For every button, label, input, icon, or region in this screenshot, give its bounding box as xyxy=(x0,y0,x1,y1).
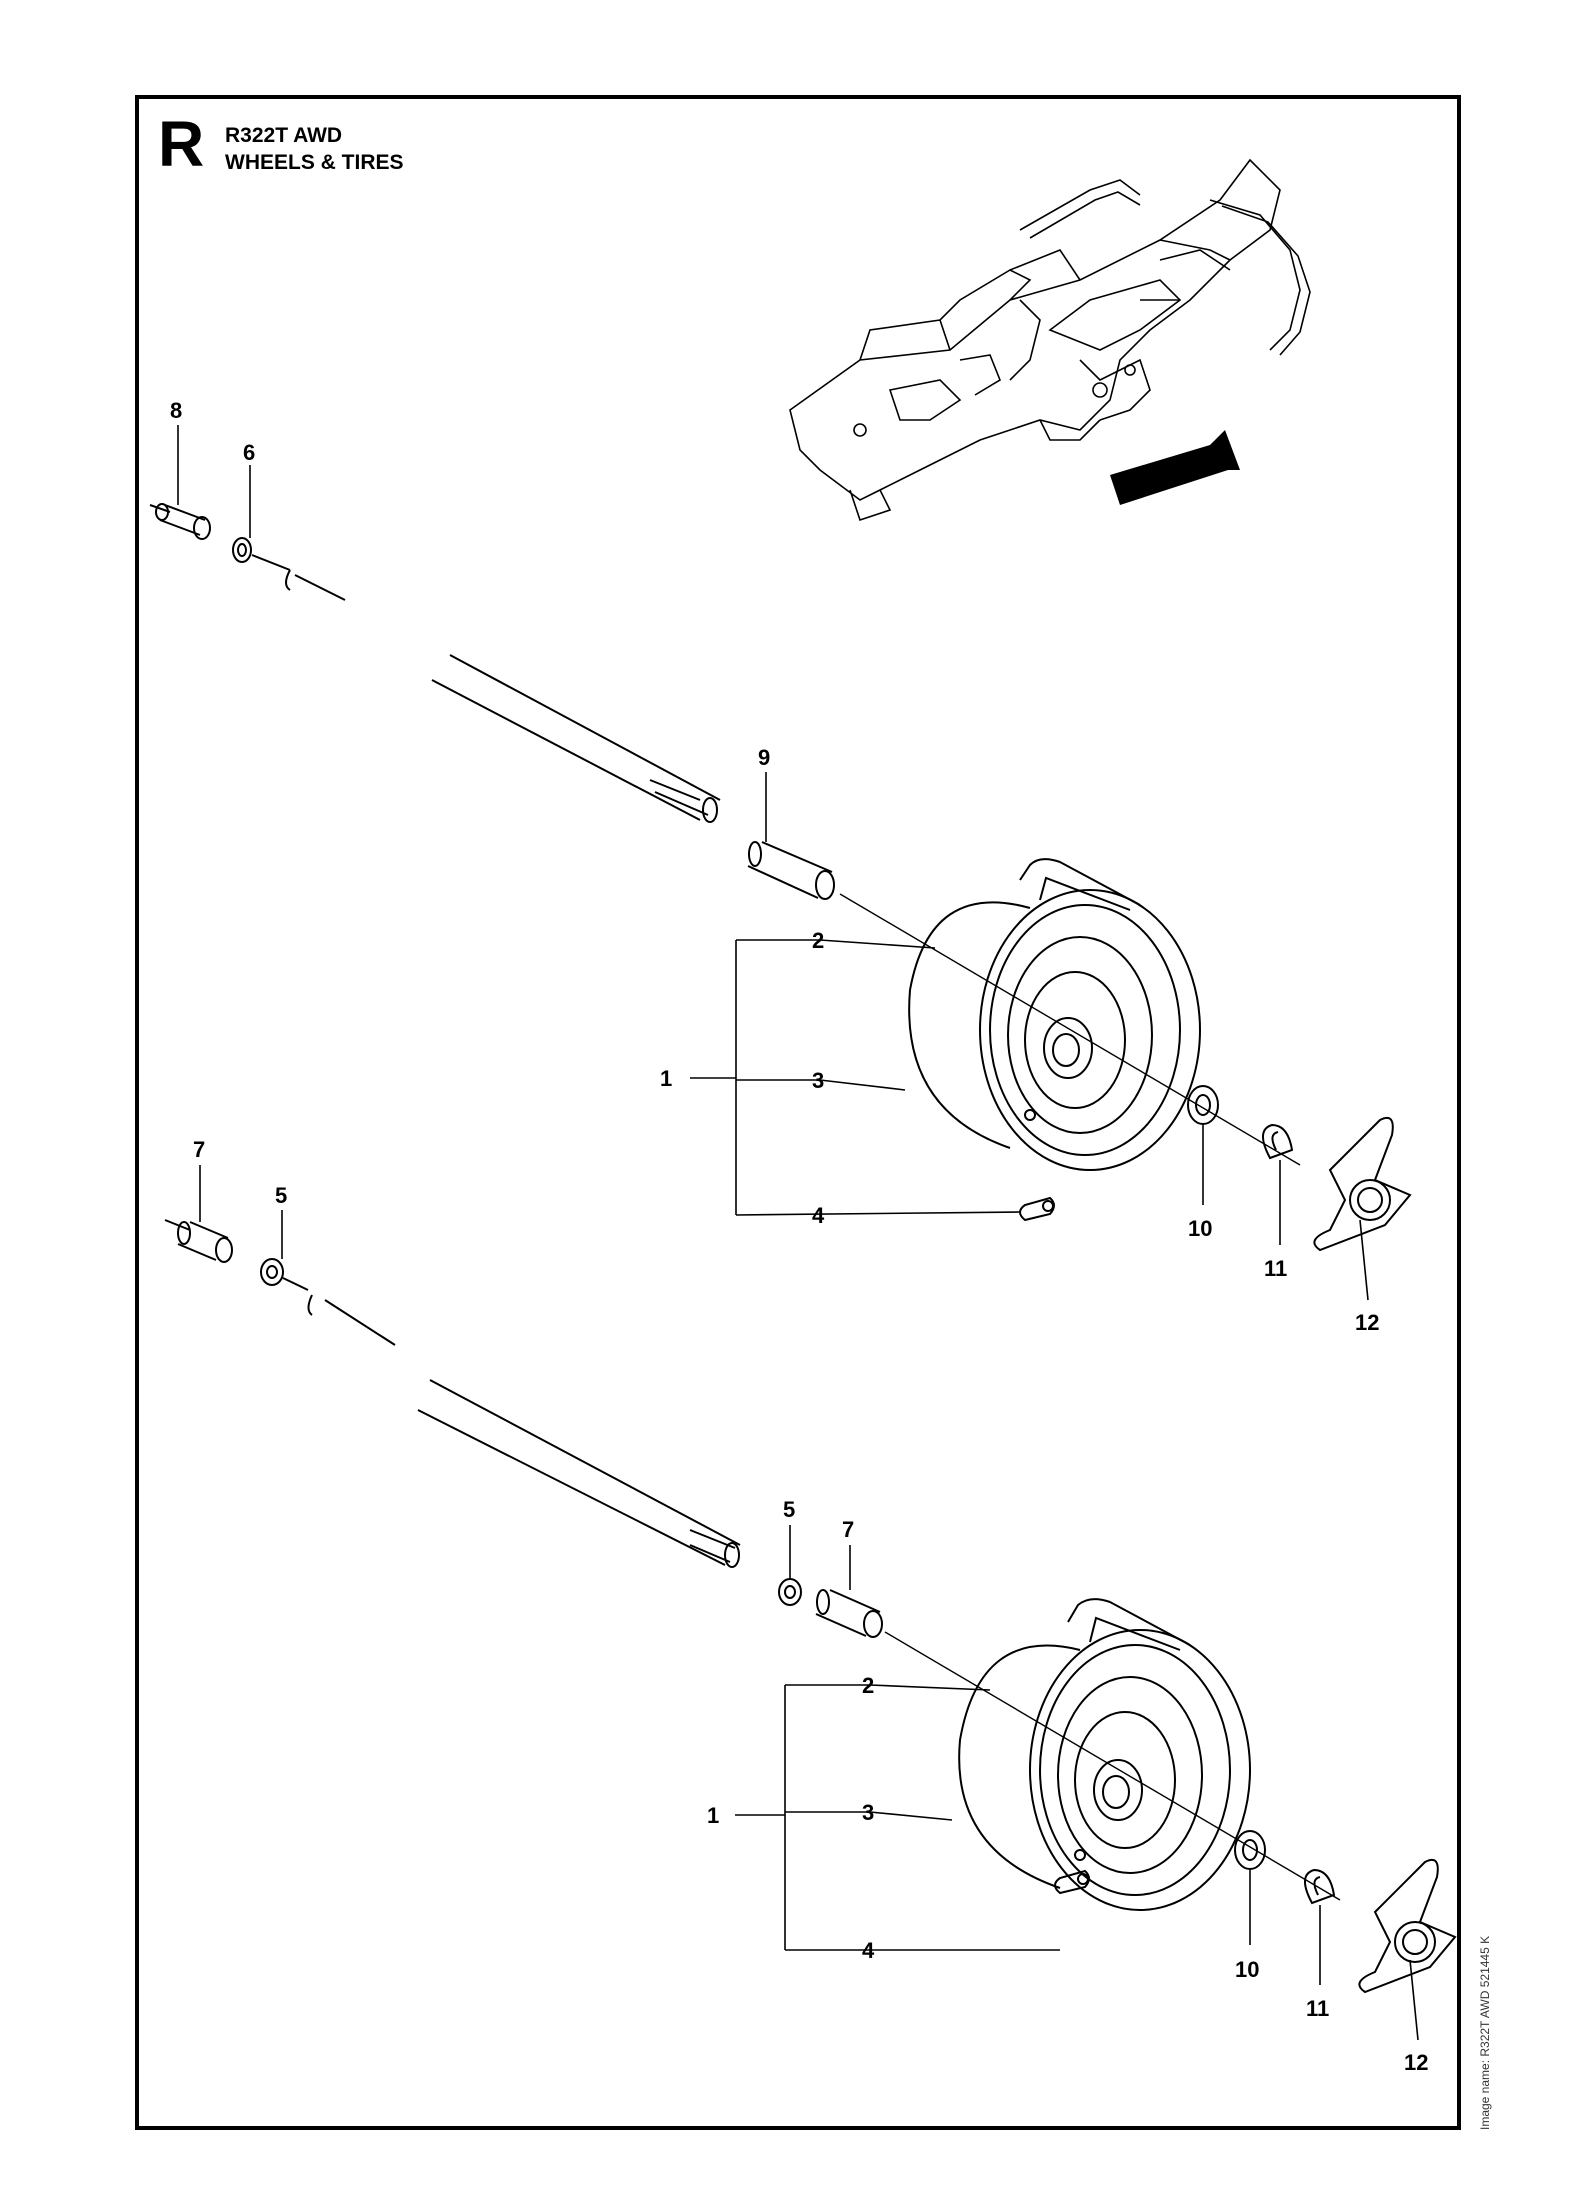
callout-4: 4 xyxy=(862,1938,875,1963)
washer-5-outer xyxy=(778,1578,802,1606)
callout-8: 8 xyxy=(170,398,182,423)
callout-12: 12 xyxy=(1355,1310,1379,1335)
assembly-name: WHEELS & TIRES xyxy=(225,151,404,174)
callout-10: 10 xyxy=(1235,1957,1259,1982)
callout-5: 5 xyxy=(275,1183,287,1208)
retaining-ring-11-upper xyxy=(1262,1123,1294,1160)
callout-7: 7 xyxy=(193,1137,205,1162)
wheel-lower xyxy=(958,1598,1251,1911)
callout-2: 2 xyxy=(862,1673,874,1698)
callout-2: 2 xyxy=(812,928,824,953)
callout-10: 10 xyxy=(1188,1216,1212,1241)
axle-lower xyxy=(417,1379,741,1568)
callout-4: 4 xyxy=(812,1203,825,1228)
callout-3: 3 xyxy=(812,1068,824,1093)
callout-7: 7 xyxy=(842,1517,854,1542)
callout-1: 1 xyxy=(660,1066,672,1091)
view-direction-arrow xyxy=(1110,430,1240,505)
axle-upper xyxy=(431,654,721,823)
callout-11: 11 xyxy=(1306,1996,1329,2021)
leader-lines xyxy=(177,425,1419,2041)
washer-10-lower xyxy=(1234,1830,1266,1870)
section-letter: R xyxy=(158,108,205,180)
washer-6 xyxy=(232,537,252,563)
image-name-label: Image name: R322T AWD 521445 K xyxy=(1478,1935,1492,2130)
page-title: R322T AWD WHEELS & TIRES xyxy=(225,122,404,176)
callout-1: 1 xyxy=(707,1803,719,1828)
retaining-ring-11-lower xyxy=(1304,1868,1336,1905)
callout-5: 5 xyxy=(783,1497,795,1522)
callout-3: 3 xyxy=(862,1800,874,1825)
wheel-upper xyxy=(908,858,1201,1171)
bushing-8 xyxy=(155,503,211,540)
model-name: R322T AWD xyxy=(225,124,343,147)
callout-11: 11 xyxy=(1264,1256,1287,1281)
chassis-overview xyxy=(789,158,1311,522)
valve-4-lower xyxy=(1054,1869,1090,1895)
callout-labels: 8 6 9 2 3 1 4 10 11 12 7 5 5 7 2 3 1 4 1… xyxy=(170,398,1428,2075)
callout-6: 6 xyxy=(243,440,255,465)
washer-5-inner xyxy=(260,1258,284,1286)
callout-12: 12 xyxy=(1404,2050,1428,2075)
washer-10-upper xyxy=(1187,1085,1219,1125)
hub-cap-12-upper xyxy=(1313,1116,1412,1252)
bushing-7-inner xyxy=(177,1221,233,1263)
drawing-frame xyxy=(135,95,1461,2130)
callout-9: 9 xyxy=(758,745,770,770)
bushing-7-outer xyxy=(815,1589,883,1638)
bushing-9 xyxy=(747,841,835,900)
valve-4-upper xyxy=(1019,1196,1055,1222)
hub-cap-12-lower xyxy=(1358,1858,1457,1994)
